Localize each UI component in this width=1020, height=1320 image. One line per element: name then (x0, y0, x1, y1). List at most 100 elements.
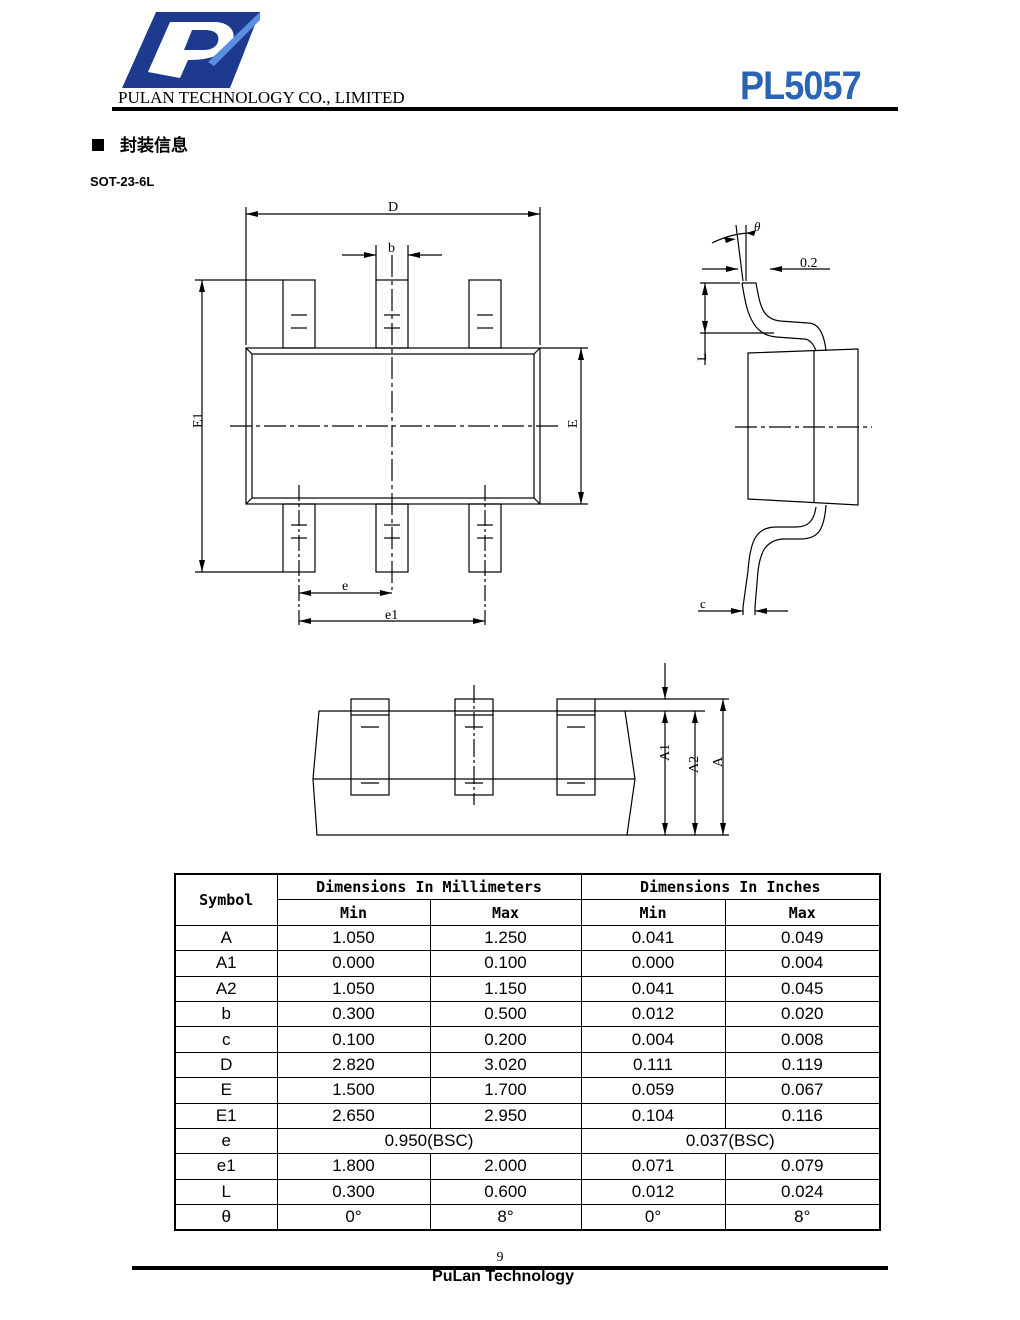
company-name: PULAN TECHNOLOGY CO., LIMITED (118, 88, 405, 107)
in-min-cell: 0° (580, 1204, 726, 1231)
in-max-cell: 0.045 (724, 975, 881, 1002)
dim-label-c: c (700, 596, 706, 611)
mm-max-cell: 3.020 (429, 1051, 582, 1079)
dim-label-e: e (342, 579, 348, 594)
in-max-cell: 0.024 (724, 1178, 881, 1206)
mm-max-cell: 2.950 (429, 1102, 582, 1129)
mm-span-cell: 0.950(BSC) (276, 1127, 582, 1155)
symbol-header: Symbol (174, 873, 278, 926)
mm-min-header: Min (276, 899, 431, 926)
dim-label-L: L (694, 353, 709, 361)
in-max-cell: 0.004 (724, 950, 881, 977)
symbol-cell: A (174, 924, 278, 952)
in-min-cell: 0.111 (580, 1051, 726, 1079)
symbol-cell: L (174, 1178, 278, 1206)
mm-header: Dimensions In Millimeters (276, 873, 582, 901)
footer-brand: PuLan Technology (432, 1268, 574, 1285)
mm-min-cell: 0.300 (276, 1178, 431, 1206)
in-min-cell: 0.000 (580, 950, 726, 977)
inch-header: Dimensions In Inches (580, 873, 881, 901)
mm-min-cell: 0.100 (276, 1026, 431, 1053)
symbol-cell: c (174, 1026, 278, 1053)
dim-label-E: E (566, 419, 581, 428)
in-span-cell: 0.037(BSC) (580, 1127, 881, 1155)
mm-max-cell: 1.150 (429, 975, 582, 1002)
symbol-cell: D (174, 1051, 278, 1079)
top-view-drawing: D b E1 E e e1 (191, 200, 588, 625)
section-title: 封装信息 (92, 131, 188, 156)
in-max-header: Max (724, 899, 881, 926)
symbol-cell: θ (174, 1204, 278, 1231)
in-min-cell: 0.104 (580, 1102, 726, 1129)
in-min-cell: 0.012 (580, 1000, 726, 1028)
mm-max-cell: 0.500 (429, 1000, 582, 1028)
dim-label-D: D (388, 200, 398, 215)
page-number: 9 (496, 1250, 504, 1265)
symbol-cell: e1 (174, 1153, 278, 1180)
mm-max-cell: 2.000 (429, 1153, 582, 1180)
dim-label-E1: E1 (191, 412, 206, 428)
in-min-cell: 0.059 (580, 1077, 726, 1104)
symbol-cell: E1 (174, 1102, 278, 1129)
symbol-cell: A2 (174, 975, 278, 1002)
side-view-drawing: θ 0.2 L c (694, 219, 872, 615)
in-min-cell: 0.012 (580, 1178, 726, 1206)
mm-min-cell: 0.300 (276, 1000, 431, 1028)
dim-label-gauge: 0.2 (800, 256, 818, 271)
mm-max-cell: 8° (429, 1204, 582, 1231)
mm-min-cell: 0.000 (276, 950, 431, 977)
header-rule (112, 107, 898, 111)
front-view-drawing: A1 A2 A (312, 663, 729, 836)
in-max-cell: 0.067 (724, 1077, 881, 1104)
symbol-cell: b (174, 1000, 278, 1028)
mm-min-cell: 0° (276, 1204, 431, 1231)
in-min-cell: 0.004 (580, 1026, 726, 1053)
dim-label-A1: A1 (658, 744, 673, 761)
mm-min-cell: 2.820 (276, 1051, 431, 1079)
in-max-cell: 8° (724, 1204, 881, 1231)
dimensions-table: Symbol Dimensions In Millimeters Dimensi… (174, 873, 881, 1232)
dim-label-A2: A2 (687, 756, 702, 773)
in-min-header: Min (580, 899, 726, 926)
in-max-cell: 0.116 (724, 1102, 881, 1129)
dim-label-A: A (711, 756, 726, 767)
dim-label-theta: θ (754, 219, 761, 234)
in-max-cell: 0.008 (724, 1026, 881, 1053)
dim-label-b: b (388, 241, 395, 256)
in-max-cell: 0.119 (724, 1051, 881, 1079)
symbol-cell: A1 (174, 950, 278, 977)
company-logo (122, 12, 260, 88)
in-max-cell: 0.020 (724, 1000, 881, 1028)
in-min-cell: 0.071 (580, 1153, 726, 1180)
section-title-text: 封装信息 (120, 136, 188, 155)
in-min-cell: 0.041 (580, 975, 726, 1002)
mm-max-cell: 1.250 (429, 924, 582, 952)
mm-max-header: Max (429, 899, 582, 926)
part-number: PL5057 (740, 64, 862, 108)
mm-max-cell: 0.200 (429, 1026, 582, 1053)
mm-min-cell: 1.500 (276, 1077, 431, 1104)
package-name: SOT-23-6L (90, 174, 155, 189)
mm-min-cell: 1.800 (276, 1153, 431, 1180)
mm-min-cell: 1.050 (276, 975, 431, 1002)
mm-min-cell: 1.050 (276, 924, 431, 952)
in-min-cell: 0.041 (580, 924, 726, 952)
dim-label-e1: e1 (385, 608, 398, 623)
mm-min-cell: 2.650 (276, 1102, 431, 1129)
mm-max-cell: 0.600 (429, 1178, 582, 1206)
square-bullet-icon (92, 139, 104, 151)
symbol-cell: e (174, 1127, 278, 1155)
in-max-cell: 0.079 (724, 1153, 881, 1180)
